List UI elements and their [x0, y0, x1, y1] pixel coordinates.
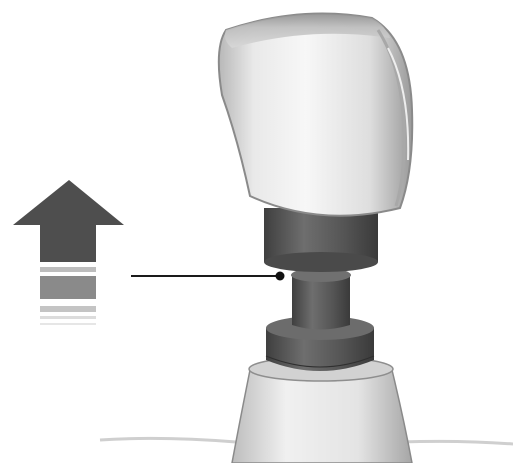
lift-ring: [291, 268, 351, 330]
leader-line: [131, 272, 285, 281]
up-arrow-icon: [13, 180, 124, 325]
shifter-boot: [232, 357, 412, 463]
upper-collar: [264, 208, 378, 272]
shift-knob: [219, 14, 412, 216]
